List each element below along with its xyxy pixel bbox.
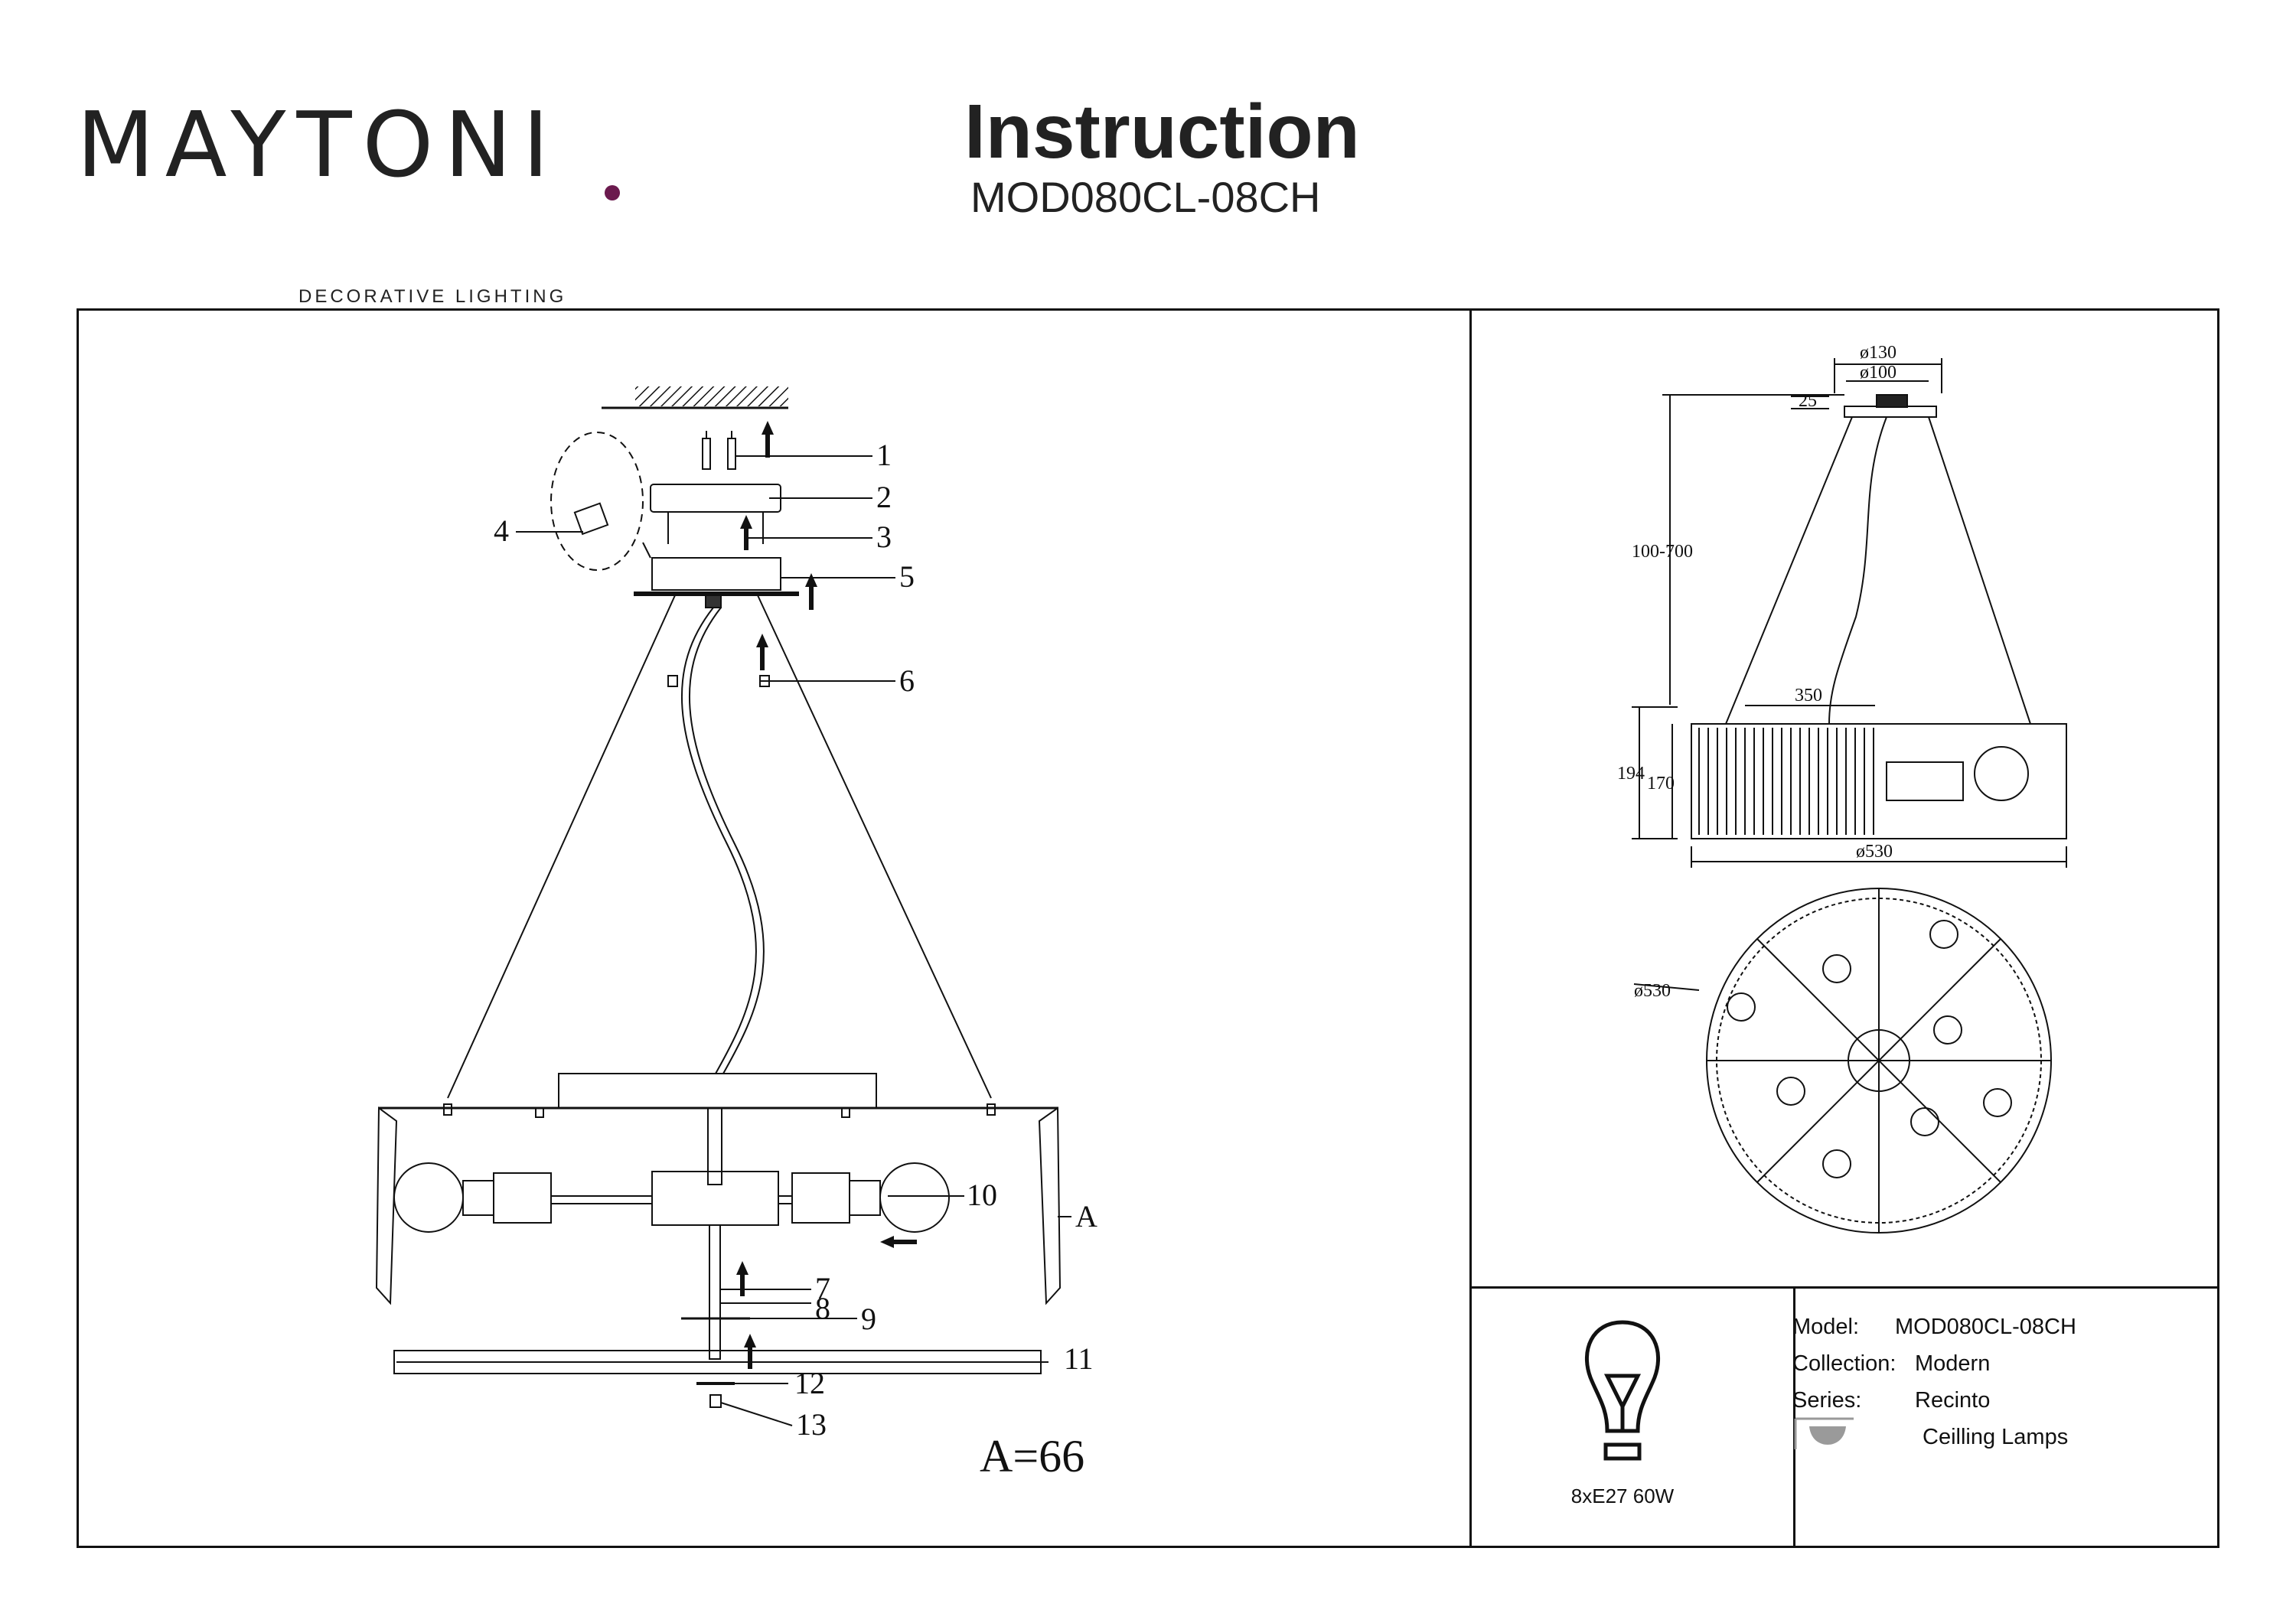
part-label-1: 1	[876, 438, 892, 472]
part-label-12: 12	[794, 1366, 825, 1400]
threaded-rod	[709, 1224, 721, 1360]
dim-spokes	[1707, 888, 2051, 1233]
dim-diameter-side: ø530	[1856, 842, 1893, 862]
dim-canopy-inner: ø100	[1860, 363, 1896, 383]
finial	[709, 1394, 722, 1408]
cable-left	[447, 595, 676, 1099]
spec-collection-value: Modern	[1915, 1351, 1991, 1376]
assembly-arrows	[736, 421, 917, 1369]
bulb-spec: 8xE27 60W	[1570, 1484, 1675, 1507]
frame-divider-table	[1793, 1286, 1795, 1546]
dim-canopy-height: 25	[1799, 391, 1817, 411]
part-label-2: 2	[876, 480, 892, 514]
power-cord	[681, 607, 757, 1074]
ceiling-lamp-icon	[1794, 1417, 1854, 1449]
brand-accent-dot	[605, 185, 620, 200]
drawing-frame	[77, 308, 2219, 1548]
part-label-8: 8	[815, 1291, 830, 1325]
part-label-3: 3	[876, 520, 892, 554]
dim-crystal-ribs	[1698, 728, 1874, 835]
part-label-6: 6	[899, 663, 915, 698]
brand-tagline: DECORATIVE LIGHTING	[298, 286, 567, 307]
spec-series-value: Recinto	[1915, 1388, 1991, 1413]
anchor-screws	[702, 431, 736, 470]
center-hub	[651, 1171, 779, 1226]
spec-type-value: Ceilling Lamps	[1923, 1425, 2069, 1449]
detail-note: A=66	[980, 1431, 1084, 1481]
spec-model-label: Model:	[1792, 1315, 1860, 1339]
part-labels: 1 2 3 4 5 6 7 8 9 11 12 13 10 A	[494, 438, 1097, 1442]
frame-divider-vertical	[1469, 311, 1472, 1546]
crystal-panel-left	[375, 1106, 398, 1305]
part-label-4: 4	[494, 513, 509, 548]
cable-right	[757, 595, 992, 1099]
part-label-7: 7	[815, 1271, 830, 1305]
frame-divider-horizontal	[1469, 1286, 2217, 1289]
bulb-left	[393, 1162, 464, 1233]
dim-suspension: 100-700	[1632, 542, 1693, 562]
spec-collection-label: Collection:	[1792, 1351, 1896, 1376]
spec-series-label: Series:	[1792, 1388, 1862, 1413]
detail-label-a: A	[1075, 1199, 1097, 1234]
lamp-holder-right	[791, 1172, 850, 1224]
part-label-13: 13	[796, 1407, 827, 1442]
page-model-code: MOD080CL-08CH	[970, 173, 1321, 221]
spec-model-value: MOD080CL-08CH	[1895, 1315, 2076, 1339]
dim-bulb-side	[1974, 746, 2029, 801]
dim-top-width: 350	[1795, 686, 1822, 706]
bulb-right	[879, 1162, 950, 1233]
bulb-icon	[1585, 1320, 1660, 1461]
assembly-diagram: 1 2 3 4 5 6 7 8 9 11 12 13 10 A A=66	[375, 386, 1097, 1481]
page-title: Instruction	[964, 89, 1360, 174]
dim-canopy-outer: ø130	[1860, 343, 1896, 363]
wiring-detail	[550, 432, 644, 571]
dim-bulbs-top	[1727, 920, 2012, 1178]
cable-gland	[705, 595, 722, 608]
mounting-bracket	[650, 484, 781, 513]
canopy	[651, 557, 781, 591]
dim-canopy	[1844, 406, 1937, 418]
center-column	[707, 1107, 722, 1185]
part-label-11: 11	[1064, 1341, 1094, 1376]
terminal-block	[573, 502, 609, 536]
brand-logo: MAYTONI DECORATIVE LIGHTING	[77, 92, 620, 307]
lamp-holder-left	[493, 1172, 552, 1224]
dim-total-height: 194	[1617, 764, 1645, 784]
dim-diameter-top: ø530	[1634, 981, 1671, 1001]
dim-shade-height: 170	[1647, 774, 1675, 794]
crystal-panel-right	[1038, 1106, 1062, 1305]
part-label-10: 10	[967, 1178, 997, 1212]
ceiling-hatch	[635, 386, 788, 406]
cable-grip-left	[667, 675, 678, 687]
dimension-labels: ø130 ø100 25 100-700 350 194 170 ø530 ø5…	[1617, 343, 1896, 1001]
dimension-drawings: ø130 ø100 25 100-700 350 194 170 ø530 ø5…	[1617, 343, 2067, 1234]
body-top-plate	[558, 1073, 877, 1109]
dim-shade-side	[1691, 723, 2067, 839]
part-label-9: 9	[861, 1302, 876, 1336]
brand-name: MAYTONI	[77, 92, 560, 197]
spec-table: Model: MOD080CL-08CH Collection: Modern …	[1792, 1301, 2206, 1530]
dim-cord	[1828, 416, 1887, 725]
part-label-5: 5	[899, 559, 915, 594]
